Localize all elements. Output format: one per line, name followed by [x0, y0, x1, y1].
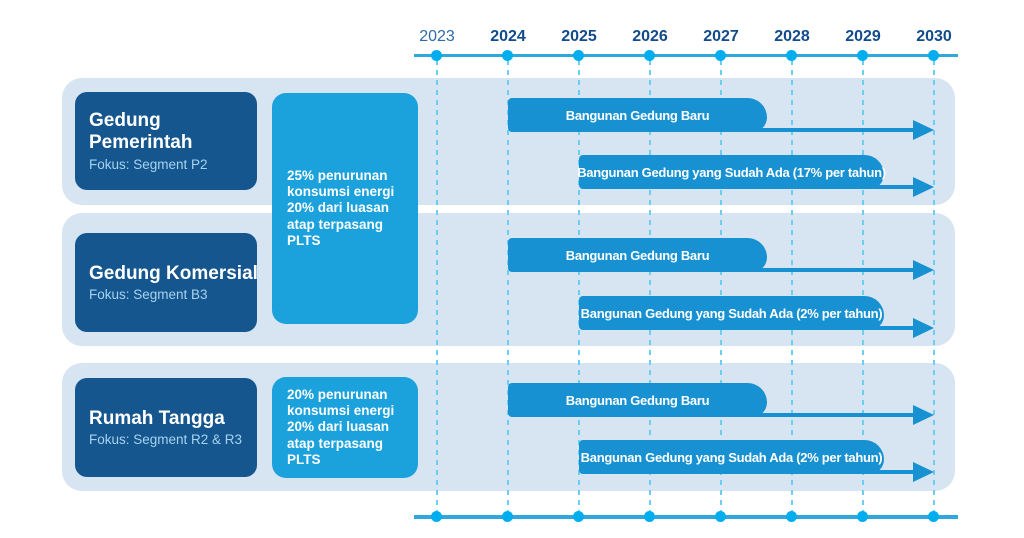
timeline-dot-2024: [502, 50, 513, 61]
target-info-line: 20% dari luasan: [287, 419, 390, 435]
gantt-bar: Bangunan Gedung yang Sudah Ada (17% per …: [577, 155, 886, 189]
target-info-line: konsumsi energi: [287, 403, 395, 419]
gantt-arrow-line: [854, 185, 914, 189]
gridline-dashed-2026: [649, 60, 651, 511]
gantt-bar: Bangunan Gedung Baru: [508, 383, 767, 417]
bottom-timeline-dot-2030: [928, 511, 939, 522]
gantt-bar-label: Bangunan Gedung Baru: [565, 247, 710, 263]
gantt-bar-label: Bangunan Gedung yang Sudah Ada (2% per t…: [580, 449, 883, 465]
gridline-dashed-2024: [507, 60, 509, 511]
bottom-timeline-dot-2029: [857, 511, 868, 522]
gridline-dashed-2023: [436, 60, 438, 511]
category-title: Pemerintah: [89, 132, 193, 153]
year-label-2027: 2027: [703, 28, 739, 45]
target-info-line: atap terpasang: [287, 435, 384, 451]
gridline-dashed-2030: [933, 60, 935, 511]
bottom-timeline-dot-2025: [573, 511, 584, 522]
timeline-line: [414, 54, 958, 57]
category-subtitle: Fokus: Segment B3: [89, 287, 208, 303]
gantt-arrowhead-icon: [913, 462, 934, 482]
gantt-arrowhead-icon: [913, 260, 934, 280]
target-info-line: atap terpasang: [287, 216, 384, 232]
gantt-arrow-line: [737, 128, 914, 132]
gantt-arrow-line: [737, 413, 914, 417]
gantt-bar: Bangunan Gedung Baru: [508, 238, 767, 272]
gantt-arrowhead-icon: [913, 405, 934, 425]
category-title: Rumah Tangga: [89, 407, 225, 429]
gantt-arrow-line: [854, 470, 914, 474]
year-label-2026: 2026: [632, 28, 668, 45]
gridline-dashed-2029: [862, 60, 864, 511]
year-label-2030: 2030: [916, 28, 952, 45]
gantt-bar: Bangunan Gedung yang Sudah Ada (2% per t…: [579, 296, 884, 330]
year-label-2023: 2023: [419, 28, 455, 45]
gantt-arrowhead-icon: [913, 120, 934, 140]
year-label-2024: 2024: [490, 28, 526, 45]
bottom-timeline-dot-2028: [786, 511, 797, 522]
gridline-dashed-2025: [578, 60, 580, 511]
gantt-arrowhead-icon: [913, 318, 934, 338]
bottom-timeline-dot-2027: [715, 511, 726, 522]
gantt-bar-label: Bangunan Gedung yang Sudah Ada (2% per t…: [580, 305, 883, 321]
gantt-bar-label: Bangunan Gedung Baru: [565, 107, 710, 123]
timeline-dot-2029: [857, 50, 868, 61]
bottom-timeline-dot-2024: [502, 511, 513, 522]
bottom-timeline-dot-2023: [431, 511, 442, 522]
target-info-line: PLTS: [287, 232, 321, 248]
target-info-line: konsumsi energi: [287, 184, 395, 200]
timeline-dot-2028: [786, 50, 797, 61]
target-info-line: 20% dari luasan: [287, 200, 390, 216]
year-label-2029: 2029: [845, 28, 881, 45]
timeline-dot-2023: [431, 50, 442, 61]
bottom-timeline-dot-2026: [644, 511, 655, 522]
gantt-bar-label: Bangunan Gedung yang Sudah Ada (17% per …: [577, 164, 886, 180]
timeline-dot-2025: [573, 50, 584, 61]
target-info-line: PLTS: [287, 451, 321, 467]
gantt-bar: Bangunan Gedung yang Sudah Ada (2% per t…: [579, 440, 884, 474]
category-subtitle: Fokus: Segment R2 & R3: [89, 432, 243, 448]
gridline-dashed-2028: [791, 60, 793, 511]
year-label-2025: 2025: [561, 28, 597, 45]
category-title: Gedung: [89, 110, 161, 132]
gantt-arrow-line: [854, 326, 914, 330]
gantt-arrow-line: [737, 268, 914, 272]
timeline-dot-2026: [644, 50, 655, 61]
year-label-2028: 2028: [774, 28, 810, 45]
gantt-bar: Bangunan Gedung Baru: [508, 98, 767, 132]
category-title: Gedung Komersial: [89, 262, 258, 284]
timeline-dot-2027: [715, 50, 726, 61]
gridline-dashed-2027: [720, 60, 722, 511]
target-info-line: 25% penurunan: [287, 168, 388, 184]
gantt-bar-label: Bangunan Gedung Baru: [565, 392, 710, 408]
bottom-timeline-line: [414, 515, 958, 519]
category-subtitle: Fokus: Segment P2: [89, 156, 208, 172]
timeline-dot-2030: [928, 50, 939, 61]
target-info-line: 20% penurunan: [287, 387, 388, 403]
gantt-arrowhead-icon: [913, 177, 934, 197]
